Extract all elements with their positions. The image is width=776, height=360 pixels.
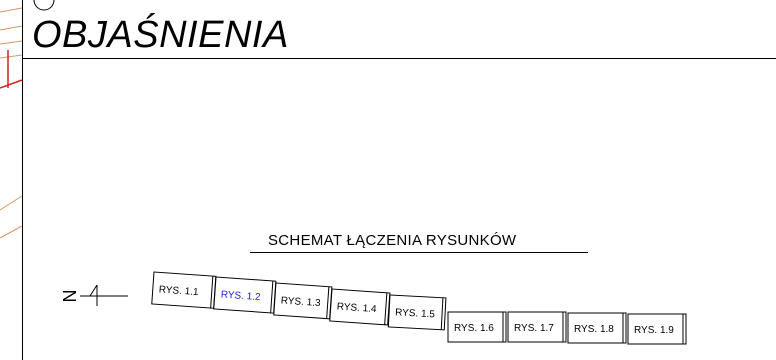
sheet-tile[interactable]: RYS. 1.1	[151, 271, 217, 309]
sheet-tile[interactable]: RYS. 1.8	[567, 312, 627, 344]
sheet-frame	[627, 313, 687, 345]
sheet-label: RYS. 1.4	[336, 301, 377, 315]
left-frame-line	[22, 0, 23, 360]
sheet-label: RYS. 1.1	[158, 284, 199, 298]
sheet-label: RYS. 1.8	[574, 324, 614, 335]
sheet-frame	[567, 312, 627, 344]
sheet-tile[interactable]: RYS. 1.5	[387, 294, 447, 331]
sheet-tile[interactable]: RYS. 1.2	[213, 276, 277, 314]
scheme-title: SCHEMAT ŁĄCZENIA RYSUNKÓW	[268, 232, 517, 249]
sheet-frame	[507, 311, 567, 343]
sheet-frame	[329, 288, 391, 326]
sheet-tile[interactable]: RYS. 1.3	[273, 282, 333, 320]
sheet-tile[interactable]: RYS. 1.4	[329, 288, 391, 326]
sheet-label: RYS. 1.7	[514, 323, 554, 334]
page-title: OBJAŚNIENIA	[32, 14, 289, 56]
title-underline	[22, 58, 776, 59]
sheet-label: RYS. 1.2	[220, 289, 261, 303]
sheet-label: RYS. 1.9	[634, 325, 674, 336]
sheet-tile[interactable]: RYS. 1.6	[447, 311, 507, 343]
sheet-joint-line	[326, 286, 330, 319]
sheet-layout: RYS. 1.1 RYS. 1.2 RYS. 1.3 RYS. 1.4 RYS. 1.5…	[151, 271, 687, 345]
sheet-joint-line	[270, 280, 274, 313]
sheet-label: RYS. 1.6	[454, 323, 494, 334]
north-label: N	[60, 290, 80, 303]
adjacent-drawing-fragment	[0, 0, 55, 239]
scheme-title-underline	[250, 252, 588, 253]
sheet-label: RYS. 1.3	[280, 295, 321, 309]
sheet-label: RYS. 1.5	[395, 307, 436, 320]
north-arrow-icon	[80, 284, 128, 306]
sheet-joint-line	[440, 297, 444, 330]
sheet-joint-line	[210, 276, 214, 309]
sheet-tile[interactable]: RYS. 1.9	[627, 313, 687, 345]
sheet-tile[interactable]: RYS. 1.7	[507, 311, 567, 343]
sheet-frame	[447, 311, 507, 343]
sheet-joint-line	[384, 292, 388, 325]
sheet-frame	[387, 294, 447, 331]
